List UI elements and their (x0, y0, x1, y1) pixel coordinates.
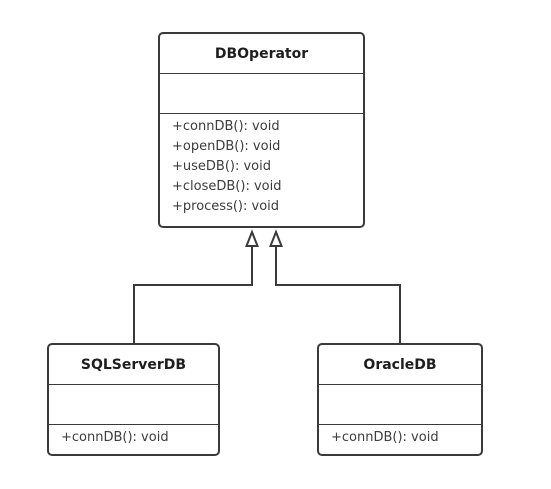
class-dboperator[interactable]: DBOperator +connDB(): void +openDB(): vo… (158, 32, 365, 228)
attributes-compartment (319, 385, 481, 425)
attributes-compartment (49, 385, 218, 425)
method-conndb: +connDB(): void (172, 119, 280, 134)
method-opendb: +openDB(): void (172, 139, 281, 154)
class-oracledb[interactable]: OracleDB +connDB(): void (317, 343, 483, 456)
method-conndb: +connDB(): void (331, 430, 439, 445)
class-sqlserverdb[interactable]: SQLServerDB +connDB(): void (47, 343, 220, 456)
methods-compartment: +connDB(): void (49, 425, 218, 448)
class-name: DBOperator (160, 34, 363, 74)
method-conndb: +connDB(): void (61, 430, 169, 445)
generalization-line-sqlserverdb (133, 246, 253, 343)
method-closedb: +closeDB(): void (172, 179, 282, 194)
methods-compartment: +connDB(): void (319, 425, 481, 448)
generalization-line-oracledb (275, 246, 401, 343)
inheritance-arrowhead-sqlserverdb (245, 229, 259, 247)
method-process: +process(): void (172, 199, 280, 214)
class-name: OracleDB (319, 345, 481, 385)
inheritance-arrowhead-oracledb (269, 229, 283, 247)
class-name: SQLServerDB (49, 345, 218, 385)
attributes-compartment (160, 74, 363, 114)
method-usedb: +useDB(): void (172, 159, 271, 174)
methods-compartment: +connDB(): void +openDB(): void +useDB()… (160, 114, 363, 217)
